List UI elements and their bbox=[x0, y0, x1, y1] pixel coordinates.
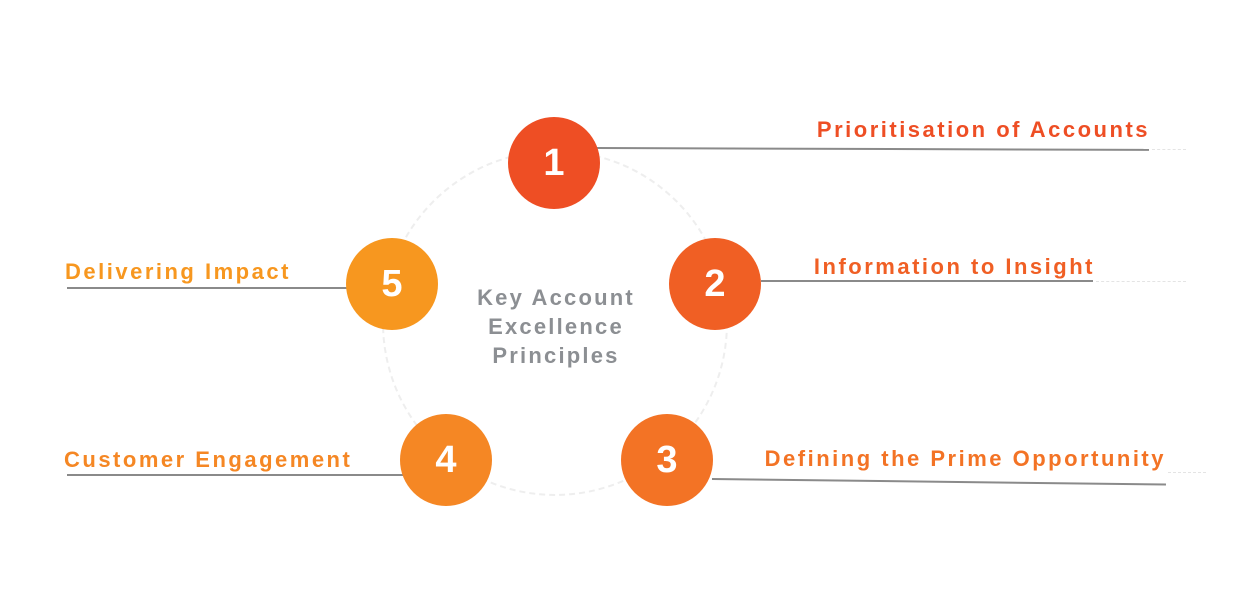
principle-label-5: Delivering Impact bbox=[65, 259, 291, 284]
connector-line-1 bbox=[596, 147, 1150, 151]
connector-line-4 bbox=[67, 474, 403, 476]
dash-extension-2 bbox=[1096, 281, 1186, 282]
principle-number: 4 bbox=[435, 438, 457, 481]
dash-extension-3 bbox=[1168, 472, 1206, 473]
principle-label-4: Customer Engagement bbox=[64, 447, 353, 472]
principle-node-5: 5 bbox=[346, 238, 438, 330]
principle-node-1: 1 bbox=[508, 117, 600, 209]
center-title: Key Account Excellence Principles bbox=[440, 283, 672, 370]
principle-number: 3 bbox=[656, 438, 678, 481]
center-title-line-2: Excellence bbox=[488, 314, 624, 339]
center-title-line-3: Principles bbox=[492, 343, 620, 368]
principle-number: 5 bbox=[381, 262, 403, 305]
connector-line-3 bbox=[711, 478, 1166, 486]
principle-number: 1 bbox=[543, 141, 565, 184]
dash-extension-1 bbox=[1152, 149, 1186, 150]
principle-node-4: 4 bbox=[400, 414, 492, 506]
principle-node-2: 2 bbox=[669, 238, 761, 330]
principle-label-2: Information to Insight bbox=[813, 254, 1095, 279]
center-title-line-1: Key Account bbox=[477, 285, 635, 310]
principle-node-3: 3 bbox=[621, 414, 713, 506]
connector-line-2 bbox=[761, 280, 1093, 282]
principle-number: 2 bbox=[704, 262, 726, 305]
principle-label-3: Defining the Prime Opportunity bbox=[764, 446, 1166, 471]
connector-line-5 bbox=[67, 287, 347, 289]
principle-label-1: Prioritisation of Accounts bbox=[816, 117, 1150, 142]
